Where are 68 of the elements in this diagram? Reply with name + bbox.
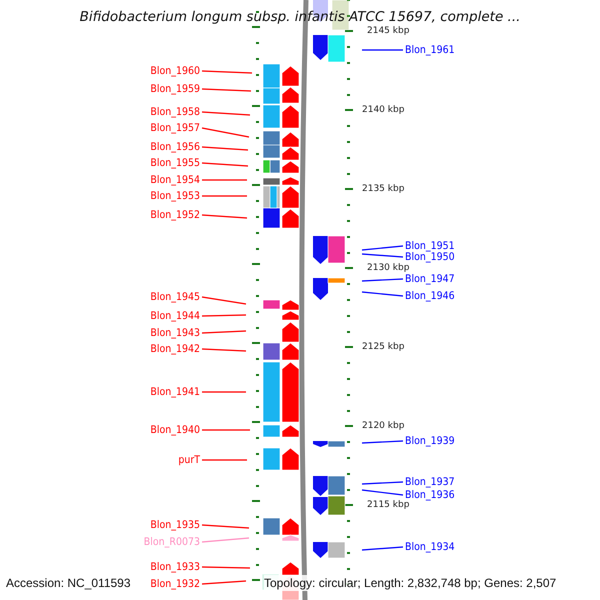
leader-line — [362, 481, 404, 485]
leader-line — [202, 537, 250, 543]
gene-label: Blon_1932 — [150, 578, 200, 590]
position-label: 2115 kbp — [367, 500, 410, 510]
gene-label: Blon_1941 — [150, 386, 200, 398]
gene-label: Blon_1937 — [405, 476, 455, 488]
leader-line — [362, 245, 404, 251]
gene-label: Blon_1942 — [150, 343, 200, 355]
leader-line — [202, 88, 252, 92]
leader-line — [202, 296, 246, 305]
leader-line — [362, 291, 404, 297]
gene-label: Blon_1952 — [150, 209, 200, 221]
gene-label: Blon_1945 — [150, 291, 200, 303]
gene-label: Blon_1935 — [150, 519, 200, 531]
gene-label: Blon_1947 — [405, 273, 455, 285]
position-label: 2120 kbp — [362, 421, 404, 431]
gene-label: Blon_1940 — [150, 424, 200, 436]
leader-line — [362, 546, 404, 551]
leader-line — [202, 330, 246, 334]
position-label: 2145 kbp — [367, 26, 410, 36]
gene-label: Blon_1939 — [405, 435, 455, 447]
leader-line — [202, 391, 246, 393]
gene-label: Blon_1946 — [405, 290, 455, 302]
leader-line — [202, 162, 248, 167]
gene-label: purT — [178, 454, 200, 466]
gene-label: Blon_1954 — [150, 174, 200, 186]
leader-line — [202, 146, 248, 151]
leader-line — [202, 459, 247, 461]
leader-line — [202, 566, 250, 569]
gene-label: Blon_1953 — [150, 190, 200, 202]
leader-line — [362, 489, 404, 496]
gene-label: Blon_1950 — [405, 251, 455, 263]
leader-line — [202, 179, 247, 181]
leader-line — [202, 429, 250, 431]
leader-line — [202, 348, 246, 352]
gene-label: Blon_1933 — [150, 561, 200, 573]
gene-label: Blon_1958 — [150, 106, 200, 118]
leader-line — [362, 253, 404, 258]
position-label: 2140 kbp — [362, 105, 404, 115]
gene-label: Blon_R0073 — [144, 536, 200, 548]
gene-label: Blon_1943 — [150, 327, 200, 339]
gene-label: Blon_1960 — [150, 65, 200, 77]
gene-label: Blon_1951 — [405, 240, 455, 252]
leader-line — [202, 195, 247, 197]
leader-line — [202, 524, 250, 529]
gene-label: Blon_1936 — [405, 489, 455, 501]
gene-label: Blon_1956 — [150, 141, 200, 153]
leader-line — [362, 49, 403, 51]
accession-text: Accession: NC_011593 — [6, 575, 131, 591]
position-label: 2125 kbp — [362, 342, 404, 352]
leader-line — [362, 278, 404, 282]
position-label: 2135 kbp — [362, 184, 404, 194]
leader-line — [202, 127, 250, 138]
leader-line — [202, 111, 250, 116]
gene-label: Blon_1959 — [150, 83, 200, 95]
leader-line — [362, 440, 404, 444]
gene-label: Blon_1934 — [405, 541, 455, 553]
gene-label: Blon_1944 — [150, 310, 200, 322]
gene-label: Blon_1955 — [150, 157, 200, 169]
gene-label: Blon_1961 — [405, 44, 455, 56]
leader-line — [202, 70, 252, 74]
leader-line — [202, 214, 248, 219]
leader-line — [202, 314, 246, 317]
title: Bifidobacterium longum subsp. infantis ATCC 15697, complete ... — [78, 9, 522, 25]
position-label: 2130 kbp — [367, 263, 410, 273]
gene-label: Blon_1957 — [150, 122, 200, 134]
genome-summary: Topology: circular; Length: 2,832,748 bp; Genes: 2,507 — [264, 575, 556, 591]
leader-line — [202, 580, 246, 585]
